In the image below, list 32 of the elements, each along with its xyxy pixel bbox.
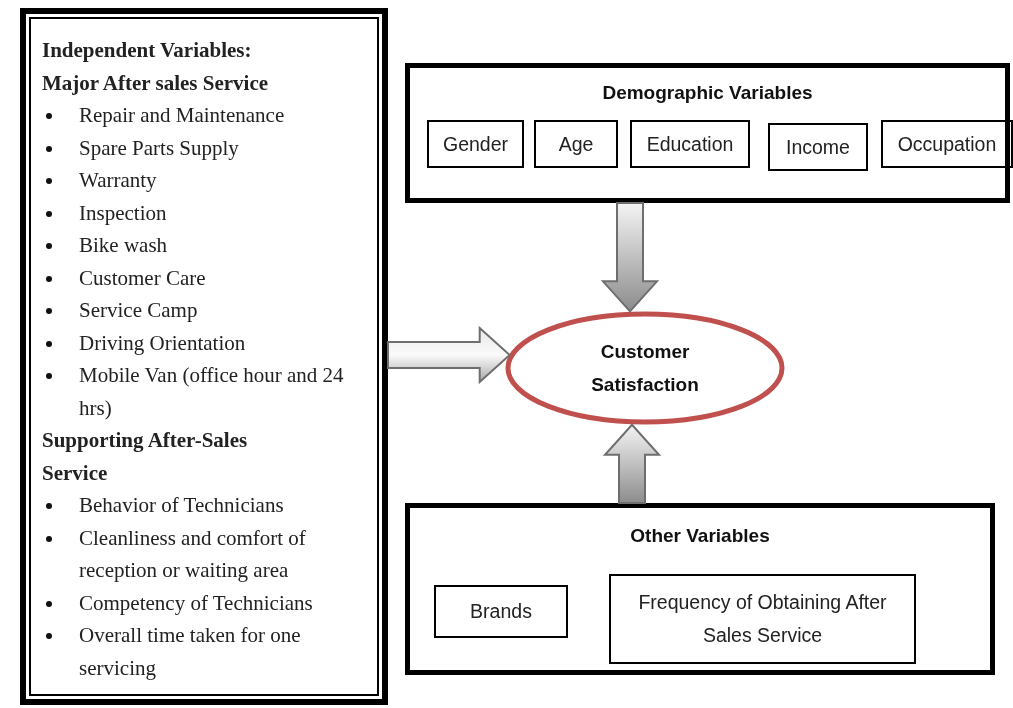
variable-box: Brands	[434, 585, 568, 638]
ellipse-label: Customer Satisfaction	[590, 340, 700, 397]
bullet-item: Mobile Van (office hour and 24 hrs)	[42, 359, 348, 424]
bullet-item: Bike wash	[42, 229, 348, 262]
section-heading: Independent Variables:	[42, 37, 253, 64]
bullet-item: Driving Orientation	[42, 326, 348, 359]
variable-box: Education	[630, 120, 750, 168]
section-heading: Supporting After-Sales Service	[42, 427, 249, 487]
section-heading: Major After sales Service	[42, 69, 270, 97]
bullet-item: Spare Parts Supply	[42, 131, 348, 164]
group-box	[405, 503, 995, 675]
bullet-item: Repair and Maintenance	[42, 99, 348, 132]
bullet-item: Warranty	[42, 164, 348, 197]
variable-box: Frequency of Obtaining After Sales Service	[609, 574, 916, 664]
bullet-item: Customer Care	[42, 261, 348, 294]
bullet-item: Competency of Technicians	[42, 586, 348, 619]
group-box	[405, 63, 1010, 203]
bullet-item: Overall time taken for one servicing	[42, 619, 348, 684]
bullet-item: Inspection	[42, 196, 348, 229]
bullet-item: Service Camp	[42, 294, 348, 327]
box-heading: Other Variables	[629, 525, 771, 547]
variable-box: Gender	[427, 120, 524, 168]
variable-box: Income	[768, 123, 868, 171]
block-arrow	[602, 423, 662, 504]
block-arrow	[387, 325, 512, 385]
bullet-item: Cleanliness and comfort of reception or waiting area	[42, 521, 348, 587]
block-arrow	[600, 202, 660, 313]
variables-panel	[20, 8, 388, 705]
box-heading: Demographic Variables	[601, 82, 814, 104]
variable-box: Age	[534, 120, 618, 168]
bullet-item: Behavior of Technicians	[42, 489, 348, 522]
variable-box: Occupation	[881, 120, 1013, 168]
